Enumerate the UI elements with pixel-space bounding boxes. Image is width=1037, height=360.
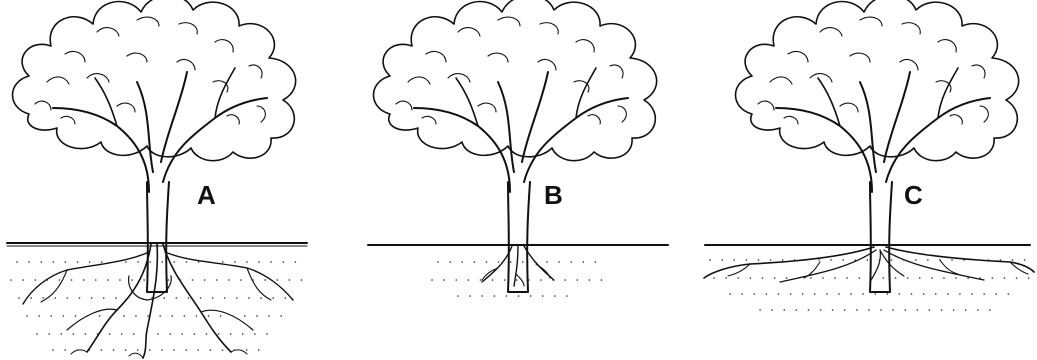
tree-a: A <box>7 0 307 358</box>
roots-c <box>704 247 1034 310</box>
tree-label-a: A <box>197 180 216 210</box>
tree-b: B <box>368 0 668 296</box>
tree-label-b: B <box>544 180 563 210</box>
tree-label-c: C <box>904 180 923 210</box>
roots-a <box>11 244 303 358</box>
tree-c: C <box>704 0 1034 310</box>
roots-b <box>432 246 604 296</box>
